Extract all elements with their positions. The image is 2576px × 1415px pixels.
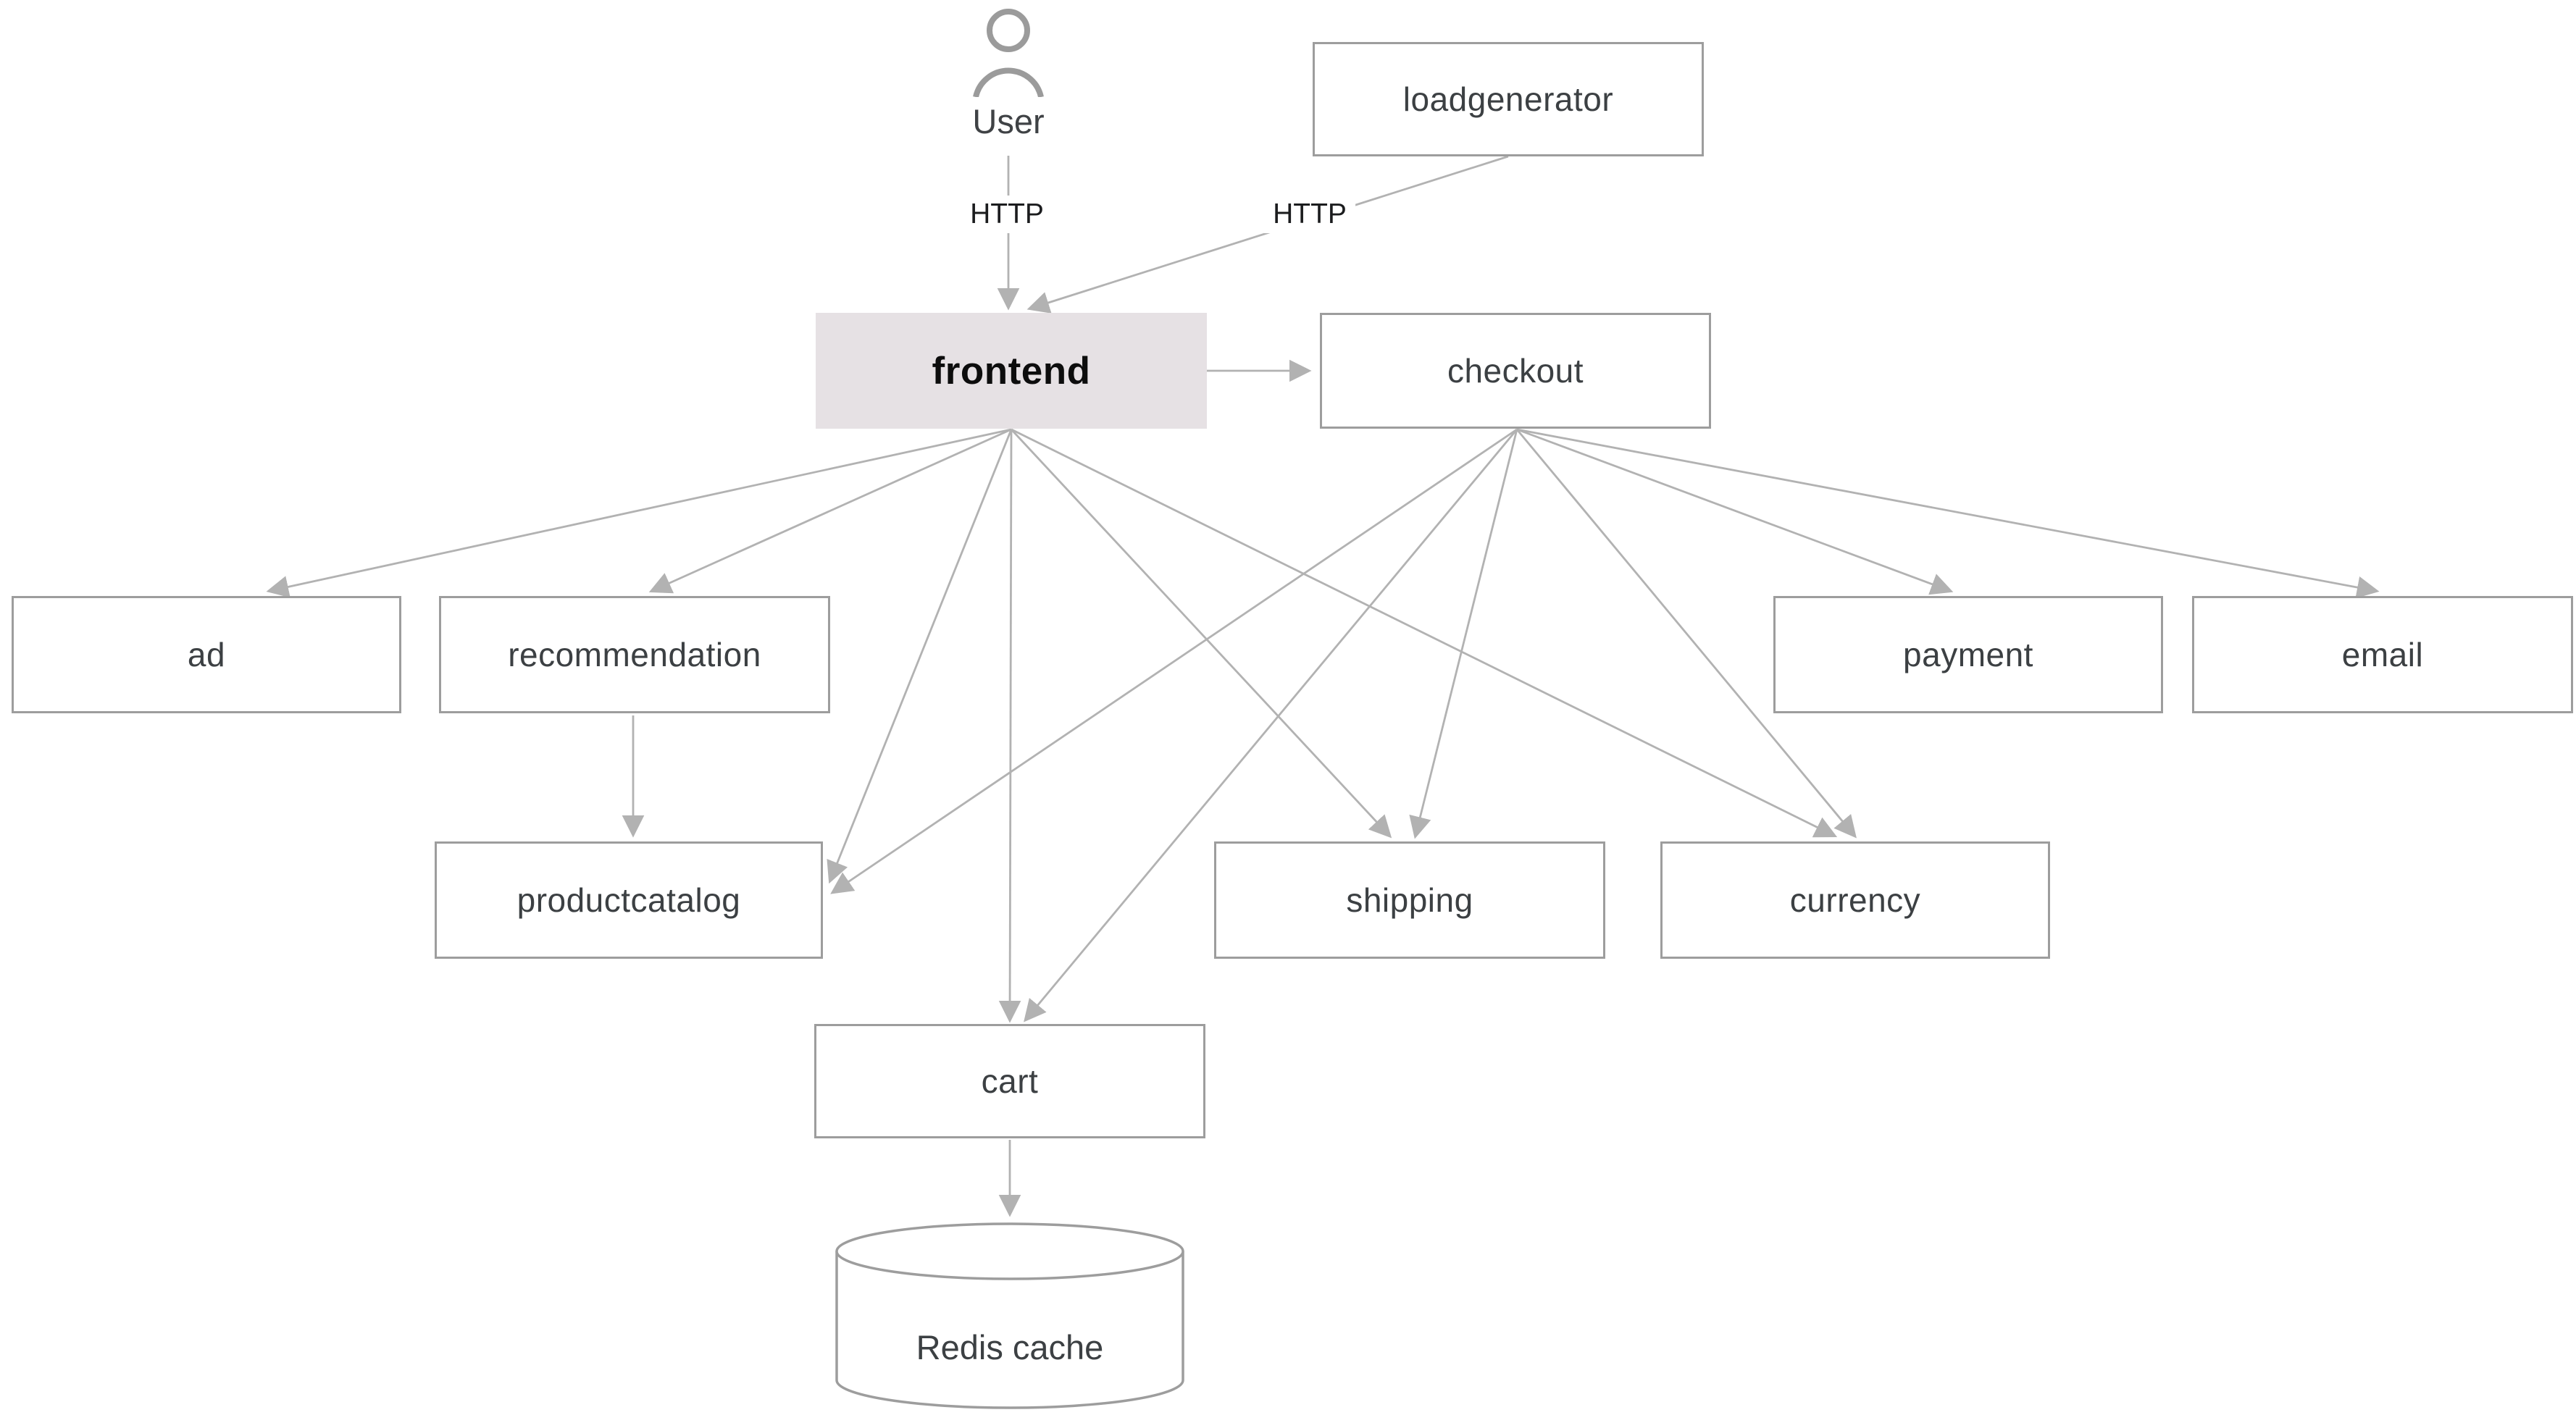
- node-label-email: email: [2341, 636, 2424, 673]
- node-cart: cart: [814, 1024, 1205, 1138]
- node-payment: payment: [1773, 596, 2163, 713]
- edge-frontend-cart: [998, 429, 1021, 1023]
- node-currency: currency: [1660, 841, 2050, 959]
- edge-checkout-shipping: [1409, 429, 1518, 839]
- edge-checkout-payment: [1516, 428, 1954, 595]
- node-user: User: [950, 9, 1066, 141]
- node-checkout: checkout: [1320, 313, 1711, 429]
- node-ad: ad: [12, 596, 401, 713]
- edge-frontend-recommendation: [648, 428, 1012, 594]
- node-label-cart: cart: [981, 1062, 1039, 1100]
- node-frontend: frontend: [816, 313, 1207, 429]
- edge-frontend-productcatalog: [827, 429, 1013, 884]
- edge-frontend-ad: [266, 428, 1012, 598]
- edge-checkout-email: [1516, 428, 2380, 599]
- user-icon: [973, 9, 1044, 97]
- node-label-recommendation: recommendation: [508, 636, 761, 673]
- edge-label-user-frontend: HTTP: [961, 196, 1053, 233]
- node-loadgenerator: loadgenerator: [1313, 42, 1704, 156]
- node-email: email: [2192, 596, 2573, 713]
- node-label-checkout: checkout: [1447, 352, 1584, 390]
- node-label-redis: Redis cache: [916, 1327, 1104, 1366]
- edge-frontend-shipping: [1010, 429, 1392, 839]
- node-productcatalog: productcatalog: [435, 841, 823, 959]
- database-cylinder-icon: [835, 1222, 1184, 1409]
- edge-checkout-cart: [1024, 429, 1518, 1023]
- edge-checkout-currency: [1515, 429, 1857, 839]
- node-shipping: shipping: [1214, 841, 1605, 959]
- node-label-productcatalog: productcatalog: [517, 881, 741, 919]
- node-label-loadgenerator: loadgenerator: [1402, 80, 1614, 118]
- node-label-frontend: frontend: [932, 349, 1091, 392]
- node-label-user: User: [972, 102, 1045, 140]
- node-label-payment: payment: [1903, 636, 2033, 673]
- edge-checkout-productcatalog: [830, 428, 1518, 894]
- node-label-currency: currency: [1789, 881, 1921, 919]
- edge-label-loadgenerator-frontend: HTTP: [1264, 196, 1355, 233]
- node-label-shipping: shipping: [1346, 881, 1473, 919]
- node-recommendation: recommendation: [439, 596, 830, 713]
- node-label-ad: ad: [187, 636, 226, 673]
- edge-frontend-currency: [1011, 428, 1838, 838]
- node-redis: Redis cache: [835, 1221, 1185, 1414]
